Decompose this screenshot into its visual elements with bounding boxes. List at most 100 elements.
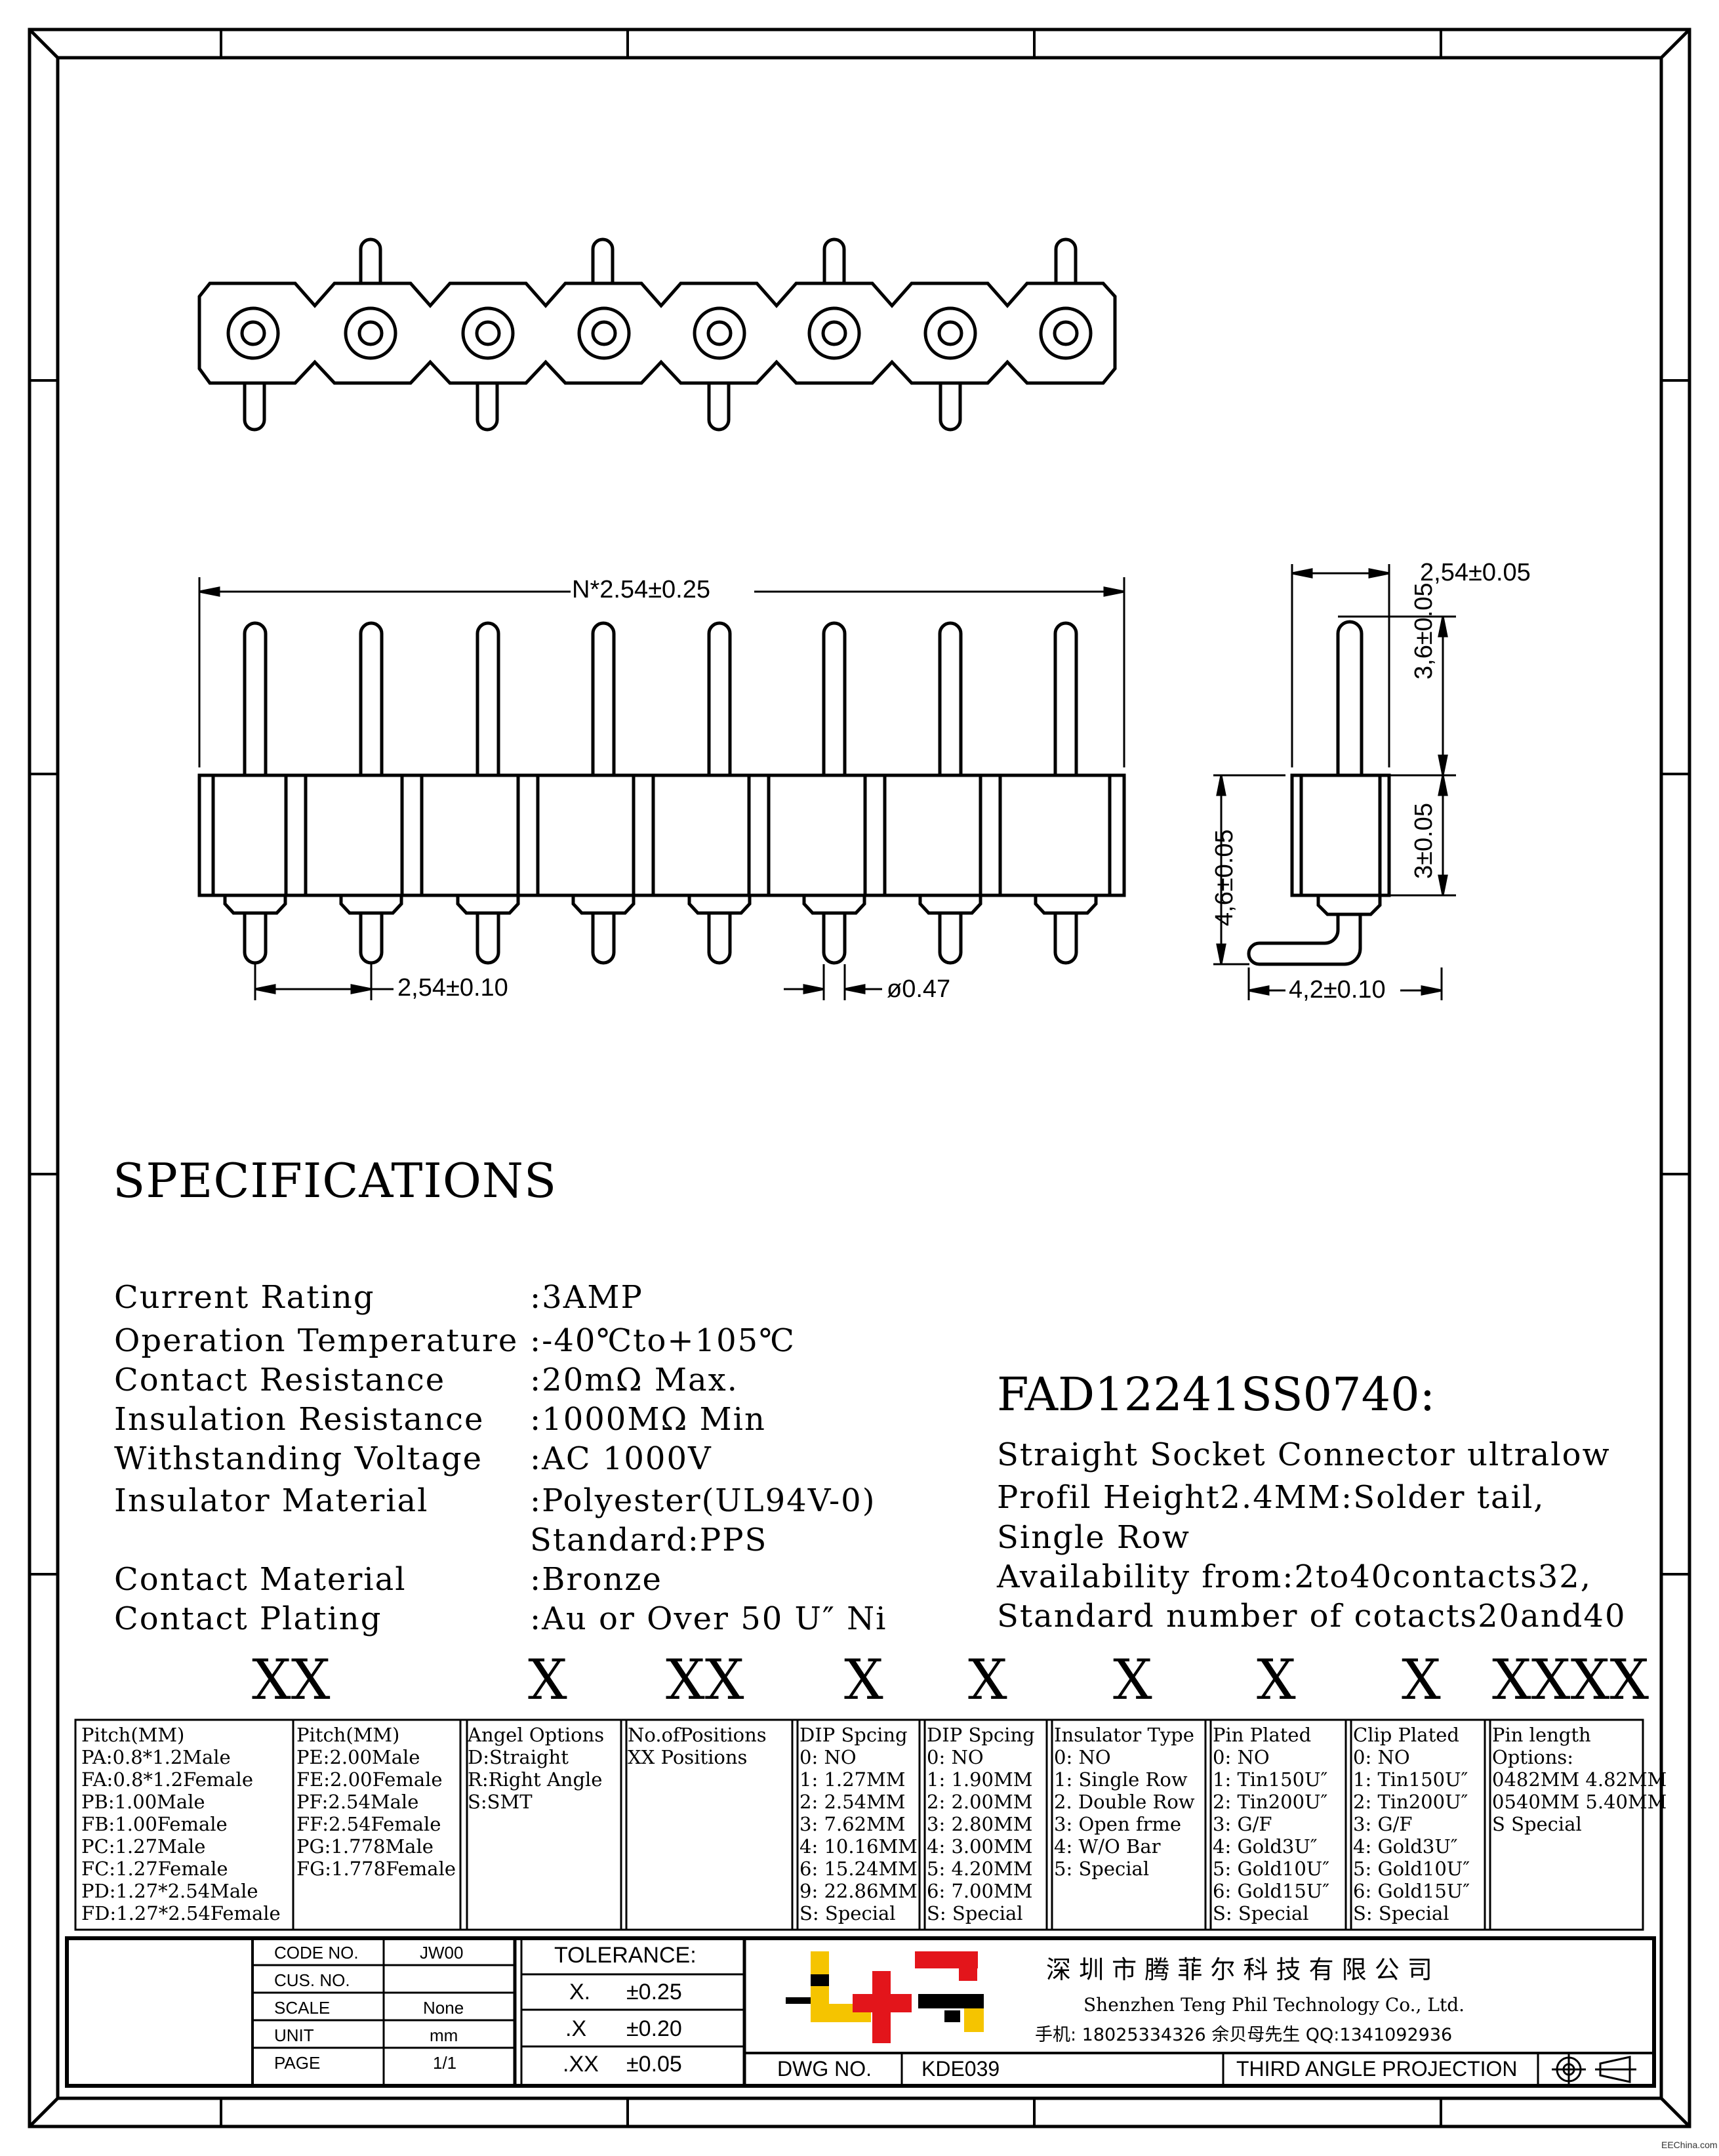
option-line: S: Special [1353,1902,1449,1924]
option-line: 3: Open frme [1054,1813,1182,1835]
code-segment: X [1402,1648,1441,1712]
spec-label: Current Rating [114,1279,375,1316]
spec-value: :AC 1000V [530,1440,712,1477]
option-line: FB:1.00Female [81,1813,228,1835]
option-line: 6: 15.24MM [799,1858,918,1880]
option-line: FD:1.27*2.54Female [81,1902,281,1924]
description-line: Availability from:2to40contacts32, [997,1558,1592,1595]
option-line: 6: Gold15U″ [1213,1880,1330,1902]
tolerance-digits: .XX [563,2052,599,2077]
option-line: S: Special [927,1902,1023,1924]
option-line: 1: Tin150U″ [1353,1768,1468,1791]
option-line: 2. Double Row [1054,1791,1195,1813]
option-line: D:Straight [468,1746,569,1768]
spec-value: :Polyester(UL94V-0) [530,1482,876,1519]
option-header: Pin Plated [1213,1724,1312,1746]
scale-value: None [423,1998,464,2018]
option-line: 3: 2.80MM [927,1813,1033,1835]
company-contact: 手机: 18025334326 余贝母先生 QQ:1341092936 [1035,2025,1453,2045]
option-header: Insulator Type [1054,1724,1194,1746]
insulator-height-dimension: 3±0.05 [1410,803,1438,879]
side-width-dimension: 2,54±0.05 [1420,559,1531,586]
option-line: 5: Special [1054,1858,1150,1880]
option-header: Angel Options [468,1724,605,1746]
tolerance-value: ±0.20 [626,2016,682,2041]
option-line: PC:1.27Male [81,1835,206,1858]
option-line: 0: NO [1213,1746,1270,1768]
spec-value: :-40℃to+105℃ [530,1322,796,1359]
option-line: PE:2.00Male [296,1746,420,1768]
option-line: PF:2.54Male [296,1791,419,1813]
code-segment: XXXX [1492,1648,1649,1712]
watermark: EEChina.com [1661,2140,1718,2150]
tolerance-value: ±0.05 [626,2052,682,2077]
option-header: Pitch(MM) [81,1724,185,1746]
option-line: FG:1.778Female [296,1858,456,1880]
option-line: 1: Tin150U″ [1213,1768,1328,1791]
dwg-no-value: KDE039 [921,2057,1000,2081]
spec-label: Insulator Material [114,1482,429,1519]
option-line: Options: [1492,1746,1574,1768]
option-line: 0540MM 5.40MM [1492,1791,1667,1813]
option-line: 6: Gold15U″ [1353,1880,1470,1902]
tolerance-digits: X. [569,1980,591,2004]
option-line: PB:1.00Male [81,1791,205,1813]
side-view [1247,620,1391,966]
spec-value: :Bronze [530,1561,662,1598]
option-line: FF:2.54Female [296,1813,441,1835]
description-line: Standard number of cotacts20and40 [997,1598,1627,1635]
option-line: 0482MM 4.82MM [1492,1768,1667,1791]
option-header: DIP Spcing [799,1724,908,1746]
upper-pin-dimension: 3,6±0.05 [1410,582,1438,680]
spec-label: Operation Temperature [114,1322,519,1359]
code-segment: X [968,1648,1007,1712]
specifications-title: SPECIFICATIONS [113,1153,557,1208]
option-line: 5: Gold10U″ [1353,1858,1470,1880]
code-segment: X [844,1648,883,1712]
option-line: 1: Single Row [1054,1768,1188,1791]
option-line: PA:0.8*1.2Male [81,1746,231,1768]
option-header: Clip Plated [1353,1724,1459,1746]
tolerance-label: TOLERANCE: [554,1943,697,1968]
projection-label: THIRD ANGLE PROJECTION [1236,2057,1518,2081]
option-line: 2: Tin200U″ [1213,1791,1328,1813]
option-line: 4: W/O Bar [1054,1835,1161,1858]
option-line: 3: G/F [1353,1813,1413,1835]
option-line: 2: 2.54MM [799,1791,906,1813]
total-height-dimension: 4,6±0.05 [1211,829,1238,926]
code-no-value: JW00 [420,1943,464,1963]
option-line: 4: Gold3U″ [1213,1835,1318,1858]
option-line: 5: Gold10U″ [1213,1858,1330,1880]
code-segment: X [1257,1648,1296,1712]
option-header: Pin length [1492,1724,1591,1746]
tolerance-digits: .X [565,2016,587,2041]
option-line: 5: 4.20MM [927,1858,1033,1880]
tolerance-value: ±0.25 [626,1980,682,2004]
company-name-cn: 深 圳 市 腾 菲 尔 科 技 有 限 公 司 [1046,1955,1432,1984]
scale-label: SCALE [274,1998,331,2018]
code-segment: XX [666,1648,744,1712]
option-line: 0: NO [1353,1746,1410,1768]
description-line: Profil Height2.4MM:Solder tail, [997,1479,1545,1516]
tail-length-dimension: 4,2±0.10 [1289,976,1386,1004]
option-line: 0: NO [1054,1746,1111,1768]
spec-label: Contact Plating [114,1600,382,1637]
page-label: PAGE [274,2053,321,2073]
code-no-label: CODE NO. [274,1943,359,1963]
option-line: 4: Gold3U″ [1353,1835,1458,1858]
option-line: 9: 22.86MM [799,1880,918,1902]
option-line: 4: 10.16MM [799,1835,918,1858]
spec-row: Current Rating [114,1279,375,1316]
company-logo [786,1951,984,2043]
spec-label: Withstanding Voltage [114,1440,483,1477]
code-segment: XX [252,1648,331,1712]
